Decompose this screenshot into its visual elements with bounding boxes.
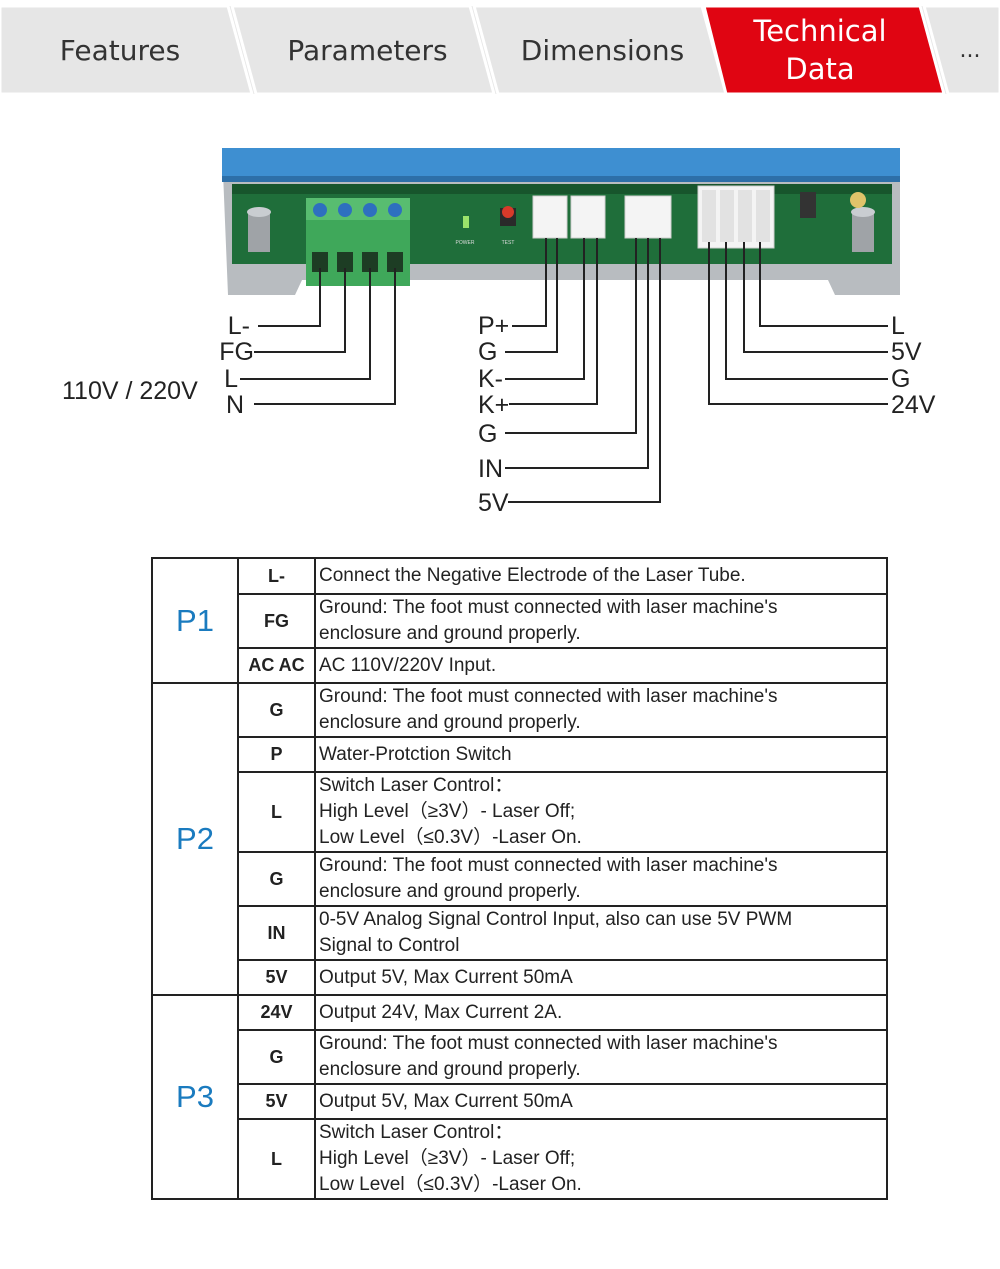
desc-cell: Connect the Negative Electrode of the La… bbox=[314, 557, 888, 595]
p2-pin-label-g2: G bbox=[478, 420, 498, 448]
tab-bar-background bbox=[0, 4, 1000, 96]
pin-cell: 5V bbox=[237, 1083, 316, 1120]
p2-pin-label-p-plus: P+ bbox=[478, 312, 510, 340]
desc-cell: Ground: The foot must connected with las… bbox=[314, 593, 888, 649]
desc-cell: Output 24V, Max Current 2A. bbox=[314, 994, 888, 1031]
table-row: P Water-Protction Switch bbox=[152, 736, 888, 773]
desc-cell: Output 5V, Max Current 50mA bbox=[314, 1083, 888, 1120]
table-row: G Ground: The foot must connected with l… bbox=[152, 1029, 888, 1085]
tab-technical-data-line1: Technical bbox=[753, 14, 887, 48]
group-label-p2: P2 bbox=[151, 682, 239, 996]
power-led-icon bbox=[463, 216, 469, 228]
input-voltage-label: 110V / 220V bbox=[62, 377, 198, 405]
wiring-diagram: POWER TEST bbox=[0, 140, 1000, 520]
connector-k bbox=[532, 195, 568, 239]
p2-leader-lines bbox=[505, 238, 661, 503]
pin-cell: IN bbox=[237, 905, 316, 961]
pin-cell: G bbox=[237, 682, 316, 738]
group-label-p1: P1 bbox=[151, 557, 239, 684]
screw-icon bbox=[363, 203, 377, 217]
table-row: AC AC AC 110V/220V Input. bbox=[152, 647, 888, 684]
pin-cell: L bbox=[237, 771, 316, 853]
table-row: FG Ground: The foot must connected with … bbox=[152, 593, 888, 649]
desc-cell: 0-5V Analog Signal Control Input, also c… bbox=[314, 905, 888, 961]
tab-features[interactable]: Features bbox=[59, 33, 181, 67]
p2-pin-label-g: G bbox=[478, 338, 498, 366]
p3-pin-label-l: L bbox=[891, 312, 905, 340]
tab-parameters[interactable]: Parameters bbox=[287, 33, 448, 67]
table-row: L Switch Laser Control：High Level（≥3V）- … bbox=[152, 771, 888, 853]
pin-cell: G bbox=[237, 851, 316, 907]
desc-cell: AC 110V/220V Input. bbox=[314, 647, 888, 684]
desc-cell: Switch Laser Control：High Level（≥3V）- La… bbox=[314, 1118, 888, 1200]
p1-pin-label-l-minus: L- bbox=[227, 312, 250, 340]
pin-cell: 5V bbox=[237, 959, 316, 996]
desc-cell: Ground: The foot must connected with las… bbox=[314, 1029, 888, 1085]
p2-pin-label-5v: 5V bbox=[478, 489, 509, 517]
test-button-icon bbox=[502, 206, 514, 218]
table-row: L Switch Laser Control：High Level（≥3V）- … bbox=[152, 1118, 888, 1200]
table-row: IN 0-5V Analog Signal Control Input, als… bbox=[152, 905, 888, 961]
tab-more-ellipsis[interactable]: ... bbox=[959, 37, 981, 63]
p3-pin-label-24v: 24V bbox=[891, 391, 936, 419]
connector-in bbox=[624, 195, 672, 239]
p3-leader-lines bbox=[708, 242, 888, 405]
desc-cell: Switch Laser Control：High Level（≥3V）- La… bbox=[314, 771, 888, 853]
p1-pin-label-fg: FG bbox=[219, 338, 254, 366]
tab-bar: Features Parameters Dimensions Technical… bbox=[0, 0, 1000, 100]
tab-technical-data-line2: Data bbox=[785, 52, 855, 86]
table-row: G Ground: The foot must connected with l… bbox=[152, 851, 888, 907]
table-row: P1 L- Connect the Negative Electrode of … bbox=[151, 557, 888, 684]
desc-cell: Ground: The foot must connected with las… bbox=[314, 851, 888, 907]
tab-dimensions[interactable]: Dimensions bbox=[520, 33, 685, 67]
desc-cell: Water-Protction Switch bbox=[314, 736, 888, 773]
p1-pin-label-l: L bbox=[224, 365, 238, 393]
screw-icon bbox=[338, 203, 352, 217]
p1-leader-lines bbox=[240, 268, 396, 405]
pin-cell: P bbox=[237, 736, 316, 773]
table-row: P3 24V Output 24V, Max Current 2A. bbox=[151, 994, 888, 1200]
p2-pin-label-in: IN bbox=[478, 455, 503, 483]
pin-cell: 24V bbox=[237, 994, 316, 1031]
table-row: 5V Output 5V, Max Current 50mA bbox=[152, 959, 888, 996]
p1-pin-label-n: N bbox=[225, 391, 244, 419]
pin-cell: FG bbox=[237, 593, 316, 649]
blue-housing-top bbox=[222, 148, 900, 180]
screw-icon bbox=[388, 203, 402, 217]
pin-spec-table: P1 L- Connect the Negative Electrode of … bbox=[151, 557, 888, 1200]
pin-cell: G bbox=[237, 1029, 316, 1085]
group-label-p3: P3 bbox=[151, 994, 239, 1200]
p2-pin-label-k-plus: K+ bbox=[478, 391, 510, 419]
desc-cell: Output 5V, Max Current 50mA bbox=[314, 959, 888, 996]
board-power-label: POWER bbox=[456, 240, 475, 246]
p3-pin-label-5v: 5V bbox=[891, 338, 922, 366]
table-row: 5V Output 5V, Max Current 50mA bbox=[152, 1083, 888, 1120]
screw-icon bbox=[313, 203, 327, 217]
pin-cell: L- bbox=[237, 557, 316, 595]
pin-cell: AC AC bbox=[237, 647, 316, 684]
power-supply-illustration: POWER TEST bbox=[222, 148, 900, 503]
pin-cell: L bbox=[237, 1118, 316, 1200]
board-test-label: TEST bbox=[502, 240, 515, 246]
tab-technical-data[interactable]: Technical Data bbox=[725, 6, 915, 94]
p2-pin-label-k-minus: K- bbox=[478, 365, 503, 393]
table-row: P2 G Ground: The foot must connected wit… bbox=[151, 682, 888, 996]
desc-cell: Ground: The foot must connected with las… bbox=[314, 682, 888, 738]
p3-pin-label-g: G bbox=[891, 365, 911, 393]
connector-k2 bbox=[570, 195, 606, 239]
active-tab-shape bbox=[702, 4, 946, 96]
